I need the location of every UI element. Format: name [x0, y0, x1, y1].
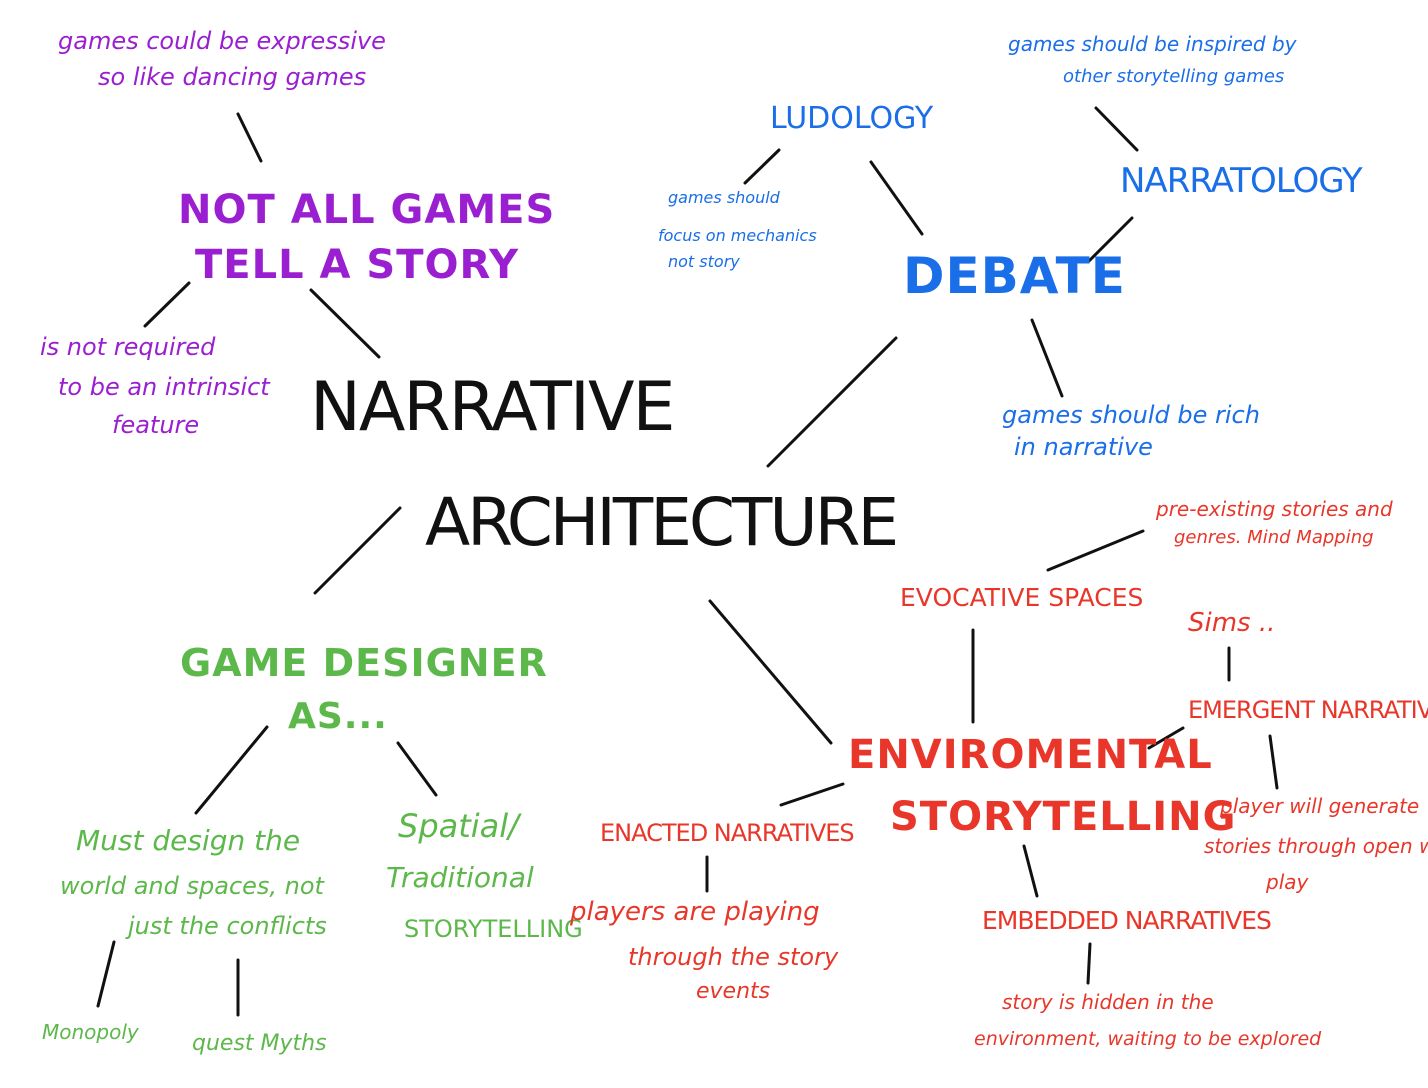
monopoly-label: Monopoly — [42, 1020, 139, 1044]
game-designer-title-line1: GAME DESIGNER — [180, 641, 548, 685]
designer-note-line2: world and spaces, not — [60, 872, 324, 900]
enacted-note-line3: events — [696, 979, 771, 1004]
quest-myths-label: quest Myths — [192, 1031, 327, 1056]
designer-note-line3: just the conflicts — [128, 912, 327, 940]
ludology-label: LUDOLOGY — [770, 101, 934, 136]
designer-note-line1: Must design the — [76, 824, 301, 857]
emergent-note-line1: player will generate — [1220, 794, 1420, 818]
connector — [743, 148, 781, 185]
connector — [313, 506, 402, 595]
central-title-line2: ARCHITECTURE — [425, 484, 899, 561]
debate-note-line2: in narrative — [1014, 433, 1153, 461]
embedded-note-line1: story is hidden in the — [1002, 990, 1214, 1014]
spatial-line2: Traditional — [386, 861, 534, 894]
embedded-narratives-label: EMBEDDED NARRATIVES — [982, 906, 1272, 935]
connector — [1022, 844, 1039, 898]
note-not-required-line1: is not required — [40, 333, 216, 361]
connector — [1046, 529, 1145, 572]
connector — [1086, 216, 1134, 264]
not-all-games-title-line2: TELL A STORY — [195, 242, 520, 288]
ludology-note-line3: not story — [668, 252, 740, 271]
connector — [1030, 318, 1064, 398]
environmental-title-line2: STORYTELLING — [890, 794, 1237, 840]
connector — [1268, 734, 1279, 790]
note-not-required-line3: feature — [112, 411, 200, 439]
spatial-line1: Spatial/ — [398, 807, 519, 845]
connector — [708, 599, 833, 745]
connector — [194, 725, 269, 815]
connector — [309, 288, 381, 359]
central-title-line1: NARRATIVE — [310, 368, 675, 447]
spatial-line3: STORYTELLING — [404, 915, 583, 943]
debate-title: DEBATE — [903, 247, 1126, 305]
evocative-note-line2: genres. Mind Mapping — [1174, 527, 1374, 548]
connector — [1094, 106, 1139, 152]
emergent-note-line3: play — [1266, 870, 1309, 894]
connector — [143, 281, 191, 328]
note-expressive-line1: games could be expressive — [58, 27, 386, 55]
enacted-note-line1: players are playing — [570, 897, 820, 927]
note-not-required-line2: to be an intrinsict — [58, 373, 270, 401]
emergent-narratives-label: EMERGENT NARRATIVES — [1188, 696, 1428, 724]
ludology-note-line1: games should — [668, 188, 780, 207]
game-designer-title-line2: AS... — [288, 696, 388, 737]
connector — [779, 782, 845, 807]
debate-note-line1: games should be rich — [1002, 401, 1260, 429]
enacted-narratives-label: ENACTED NARRATIVES — [600, 819, 855, 847]
note-expressive-line2: so like dancing games — [98, 63, 367, 91]
connector — [1086, 942, 1092, 985]
narratology-note-line2: other storytelling games — [1063, 66, 1285, 87]
sims-label: Sims .. — [1188, 608, 1276, 638]
connector — [236, 112, 263, 163]
emergent-note-line2: stories through open world — [1204, 834, 1428, 858]
embedded-note-line2: environment, waiting to be explored — [974, 1028, 1322, 1050]
connector — [396, 741, 438, 797]
connector — [96, 940, 116, 1008]
narratology-note-line1: games should be inspired by — [1008, 32, 1297, 56]
evocative-note-line1: pre-existing stories and — [1156, 497, 1393, 521]
narratology-label: NARRATOLOGY — [1120, 161, 1363, 201]
connector — [766, 336, 898, 468]
environmental-title-line1: ENVIROMENTAL — [848, 732, 1213, 778]
enacted-note-line2: through the story — [628, 943, 839, 971]
ludology-note-line2: focus on mechanics — [658, 226, 817, 245]
not-all-games-title-line1: NOT ALL GAMES — [178, 187, 556, 233]
connector — [869, 160, 924, 236]
evocative-spaces-label: EVOCATIVE SPACES — [900, 583, 1144, 612]
connector — [1147, 726, 1185, 750]
